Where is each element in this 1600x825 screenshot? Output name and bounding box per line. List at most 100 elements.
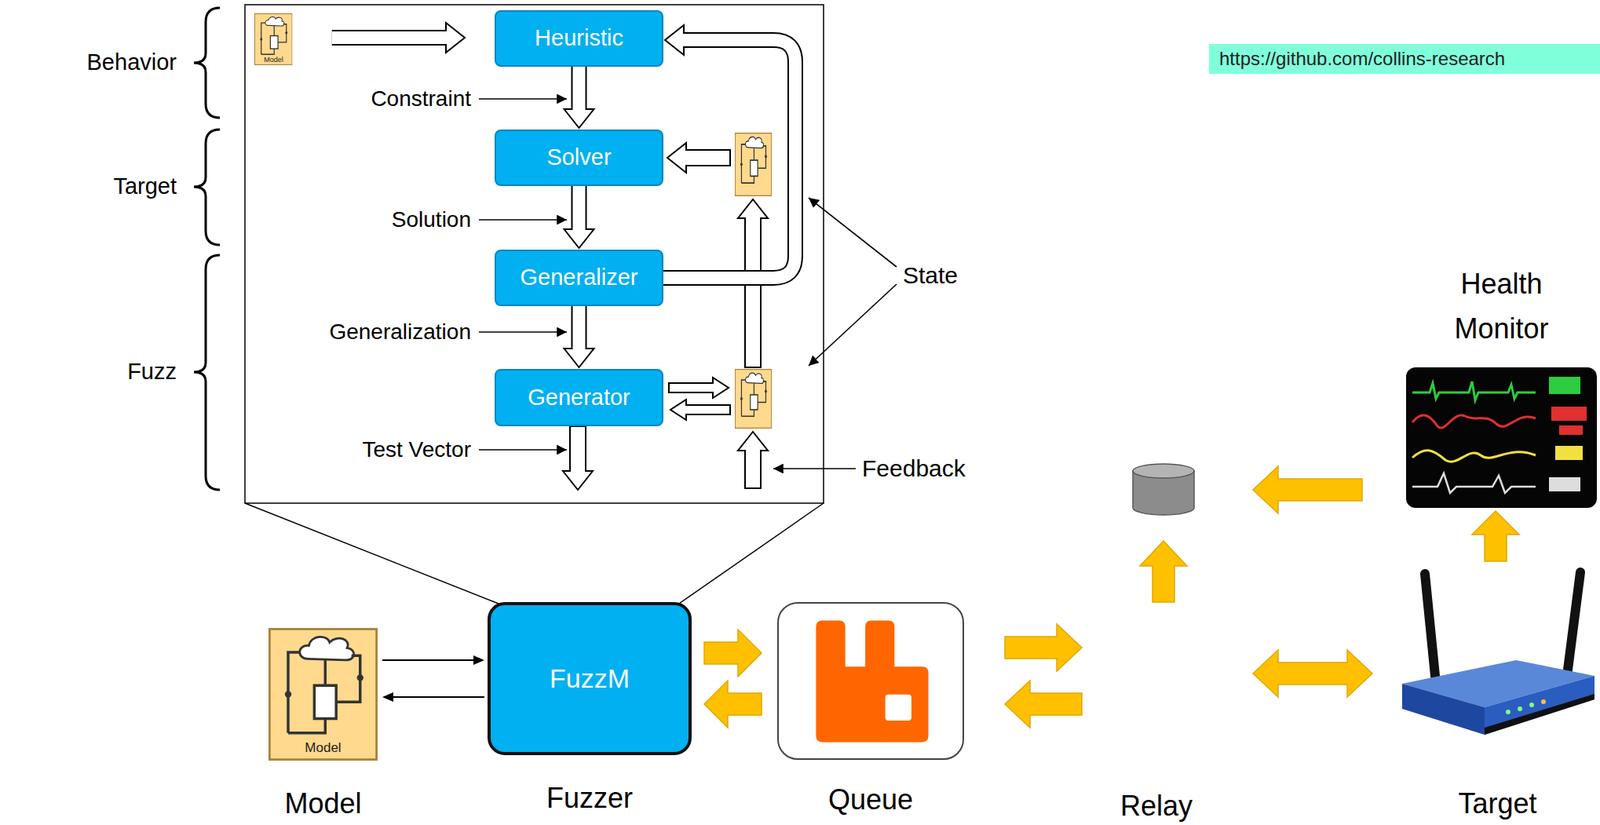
cylinder-top	[1132, 463, 1195, 479]
inset-frame	[244, 4, 824, 504]
hollow-arrow	[737, 431, 768, 489]
box-label: Heuristic	[534, 25, 624, 52]
brace	[193, 255, 220, 490]
queue-logo	[778, 603, 963, 759]
leader-line	[478, 98, 567, 100]
box-label: Solver	[546, 144, 611, 171]
annotation-label: Fuzz	[127, 358, 177, 385]
queue-box: Queue	[777, 602, 965, 760]
annotation-label: Relay	[1120, 789, 1193, 822]
readout-block	[1548, 477, 1581, 492]
box-label: Model	[304, 740, 341, 757]
hollow-arrow	[562, 426, 593, 490]
node-caption: Health Monitor	[1419, 261, 1585, 352]
connector	[564, 66, 595, 128]
block-arrow	[1139, 540, 1188, 603]
connector	[704, 680, 762, 728]
zoom-line	[676, 503, 824, 606]
router-light	[1517, 706, 1523, 712]
hollow-arrow	[668, 377, 729, 399]
zoom-line	[244, 503, 503, 606]
router-light	[1505, 709, 1511, 715]
url-band	[1209, 43, 1600, 74]
arrow-outline	[571, 306, 588, 349]
node-caption: Target	[1457, 787, 1537, 820]
router-light	[1529, 702, 1535, 708]
node-caption: Queue	[828, 783, 914, 816]
model-icon: Model	[254, 13, 293, 66]
annotation-label: State	[902, 262, 958, 290]
arrow-head	[564, 348, 595, 368]
state-model-icon	[734, 369, 771, 429]
annotation-label: Solution	[391, 207, 472, 233]
block-arrow	[1472, 511, 1520, 562]
annotation-label: https://github.com/collins-research	[1219, 47, 1506, 70]
annotation-label: Constraint	[370, 86, 472, 112]
arrow-joint	[444, 31, 449, 44]
arrow-head	[473, 655, 485, 665]
waveform	[1412, 415, 1536, 428]
block-arrow	[704, 680, 762, 728]
arrow-joint	[573, 347, 586, 351]
arrow-outline	[571, 66, 588, 110]
readout-block	[1555, 445, 1583, 461]
waveform	[1412, 450, 1536, 462]
arrow-outline	[663, 40, 796, 278]
block-arrow	[1004, 680, 1082, 728]
database-cylinder	[1132, 463, 1195, 516]
model-icon: ModelModel	[268, 628, 378, 761]
arrow-line	[382, 659, 474, 662]
box-label: Generalizer	[520, 264, 639, 291]
arrow-head	[382, 692, 394, 702]
waveform	[1412, 473, 1536, 494]
antenna	[1567, 572, 1581, 676]
box-label: FuzzM	[549, 663, 630, 695]
annotation-label: Behavior	[87, 49, 177, 76]
monitor-screen	[1406, 367, 1597, 508]
arrow-outline	[571, 186, 588, 230]
readout-block	[1551, 406, 1587, 421]
block-arrow	[1004, 624, 1082, 672]
leader-line	[478, 449, 567, 451]
node-caption: Model	[284, 787, 362, 820]
process-box: Solver	[494, 129, 664, 187]
annotation-label: Feedback	[862, 455, 966, 483]
waveform	[1412, 381, 1536, 401]
arrow-joint	[573, 107, 586, 112]
connector	[704, 629, 762, 677]
arrow-head	[445, 22, 465, 53]
readout-block	[1559, 425, 1583, 435]
connector	[1472, 511, 1520, 562]
leader-line	[478, 219, 567, 221]
connector	[382, 655, 485, 665]
box-label: Generator	[527, 384, 631, 411]
block-arrow	[704, 629, 762, 677]
antenna	[1424, 573, 1436, 684]
state-model-icon	[734, 133, 771, 197]
router-side	[1484, 675, 1595, 735]
monitor-art	[1406, 367, 1597, 508]
leader-line	[808, 284, 897, 366]
arrow-fill	[573, 306, 586, 349]
connector	[663, 25, 796, 278]
health-monitor: Health Monitor	[1406, 367, 1597, 508]
model-icon-use	[255, 14, 293, 66]
router-art	[1398, 566, 1597, 750]
brace	[193, 129, 220, 245]
block-arrow	[1252, 466, 1363, 514]
connector	[564, 186, 595, 249]
process-box: Heuristic	[494, 10, 664, 67]
model-icon-use	[269, 628, 377, 760]
process-box: Generalizer	[494, 249, 664, 307]
brace	[193, 7, 220, 118]
hollow-arrow	[667, 142, 731, 173]
arrow-fill	[573, 186, 586, 230]
arrow-fill	[663, 40, 796, 278]
router-light	[1541, 699, 1546, 705]
arrow-fill	[332, 31, 446, 44]
router-front	[1402, 683, 1485, 735]
arrow-head	[664, 25, 684, 55]
connector	[332, 22, 465, 53]
leader-line	[773, 467, 856, 470]
arrow-head	[564, 229, 595, 249]
